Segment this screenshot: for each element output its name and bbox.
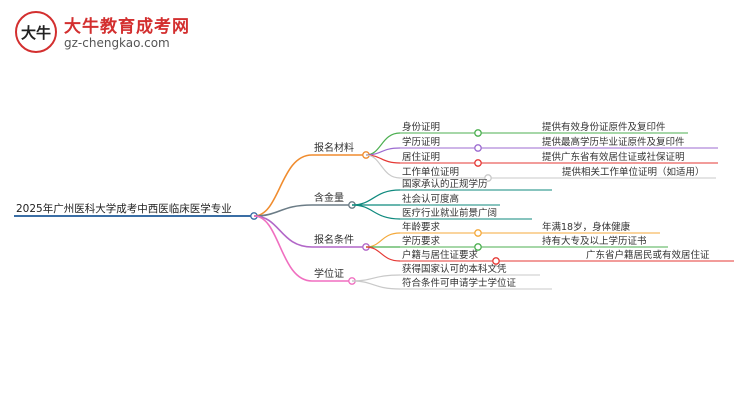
branch-degree-label[interactable]: 学位证: [314, 267, 344, 280]
connector-line: [253, 204, 313, 217]
conditions-item-1-note[interactable]: 持有大专及以上学历证书: [542, 235, 647, 247]
branch-materials-label[interactable]: 报名材料: [314, 141, 354, 154]
materials-item-0-label[interactable]: 身份证明: [402, 121, 440, 133]
logo-mark-text: 大牛: [21, 24, 51, 42]
materials-item-0-note[interactable]: 提供有效身份证原件及复印件: [542, 121, 666, 133]
conditions-item-2-note[interactable]: 广东省户籍居民或有效居住证: [586, 249, 710, 261]
connector-line: [365, 132, 401, 156]
connector-line: [351, 189, 401, 206]
connector-line: [365, 232, 401, 248]
materials-item-0-dot: [474, 129, 482, 137]
materials-item-2-dot: [474, 159, 482, 167]
connector-line: [351, 204, 401, 220]
connector-line: [351, 280, 401, 290]
branch-conditions-label[interactable]: 报名条件: [314, 233, 354, 246]
connector-line: [351, 274, 401, 282]
materials-item-2-note[interactable]: 提供广东省有效居住证或社保证明: [542, 151, 685, 163]
connector-line: [253, 154, 313, 217]
connector-line: [253, 215, 313, 248]
connector-line: [253, 215, 313, 282]
site-logo[interactable]: 大牛 大牛教育成考网 gz-chengkao.com: [14, 10, 194, 58]
conditions-item-1-label[interactable]: 学历要求: [402, 235, 441, 247]
degree-item-0-label[interactable]: 获得国家认可的本科文凭: [402, 263, 507, 275]
logo-url: gz-chengkao.com: [64, 36, 170, 50]
materials-item-1-dot: [474, 144, 482, 152]
connector-line: [365, 246, 401, 262]
logo-mark: 大牛: [15, 11, 57, 53]
conditions-item-0-dot: [474, 229, 482, 237]
degree-item-1-label[interactable]: 符合条件可申请学士学位证: [402, 277, 517, 289]
materials-item-1-label[interactable]: 学历证明: [402, 136, 440, 148]
value-item-1-label[interactable]: 社会认可度高: [402, 193, 459, 205]
conditions-item-2-label[interactable]: 户籍与居住证要求: [402, 249, 479, 261]
value-item-0-label[interactable]: 国家承认的正规学历: [402, 178, 488, 190]
logo-title: 大牛教育成考网: [64, 17, 190, 37]
conditions-item-0-note[interactable]: 年满18岁，身体健康: [542, 221, 631, 233]
materials-item-3-note[interactable]: 提供相关工作单位证明（如适用）: [562, 166, 705, 178]
materials-item-2-label[interactable]: 居住证明: [402, 151, 440, 163]
connector-line: [365, 154, 401, 179]
materials-item-1-note[interactable]: 提供最高学历毕业证原件及复印件: [542, 136, 685, 148]
root-node-label[interactable]: 2025年广州医科大学成考中西医临床医学专业: [16, 202, 232, 215]
branch-value-label[interactable]: 含金量: [314, 191, 344, 204]
value-item-2-label[interactable]: 医疗行业就业前景广阔: [402, 207, 497, 219]
conditions-item-0-label[interactable]: 年龄要求: [402, 221, 441, 233]
materials-item-3-label[interactable]: 工作单位证明: [402, 166, 459, 178]
